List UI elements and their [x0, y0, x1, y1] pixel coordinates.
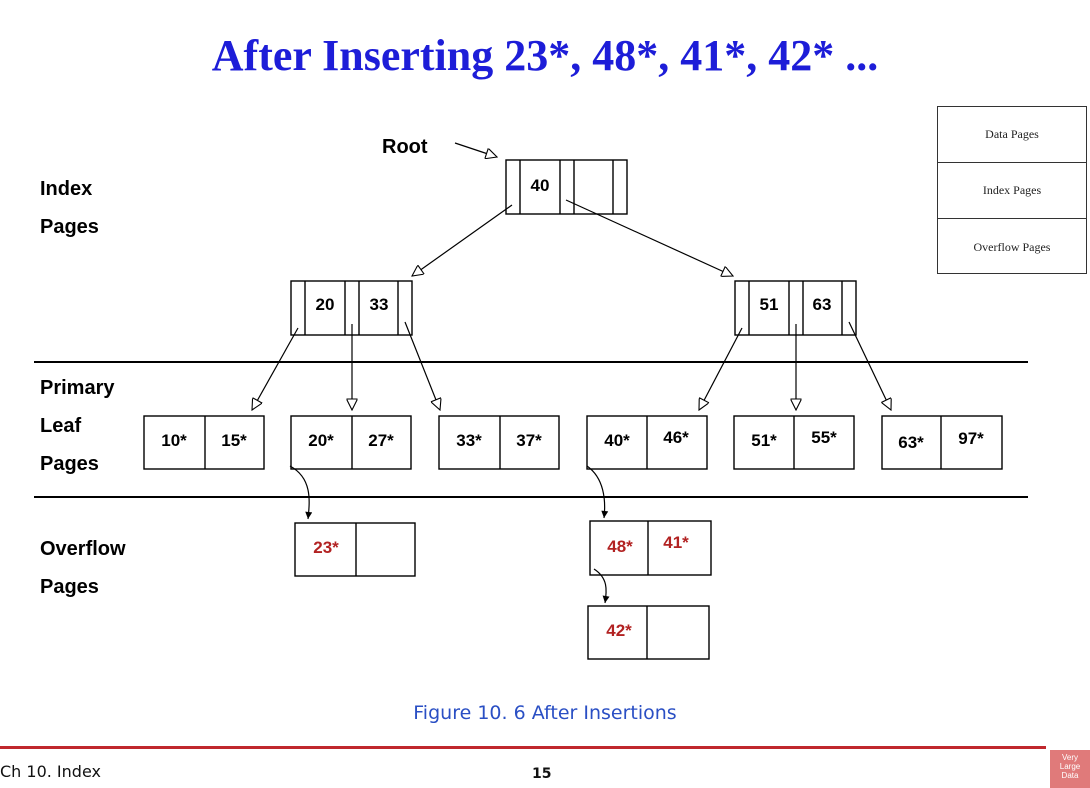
right-to-leaf6-arrow: [848, 321, 891, 410]
legend-box: Data Pages Index Pages Overflow Pages: [937, 106, 1087, 274]
tree-diagram: 40 20 33 51 63 10* 15* 20* 27* 33* 37*: [143, 142, 1003, 660]
leaf-page-1: 10* 15*: [143, 415, 265, 470]
overflow-page-2: 48* 41*: [589, 520, 712, 576]
leaf-overflow-divider: [34, 496, 1028, 498]
footer-chapter: Ch 10. Index: [0, 762, 101, 781]
page-number: 15: [532, 766, 552, 782]
left-to-leaf1-arrow: [252, 327, 299, 410]
leaf-page-2: 20* 27*: [290, 415, 412, 470]
leaf-1-entry-2: 15*: [221, 431, 247, 450]
left-index-key-2: 33: [370, 295, 389, 314]
right-index-key-1: 51: [760, 295, 779, 314]
overflow-page-1: 23*: [294, 522, 416, 577]
overflow-chain-arrow: [593, 568, 610, 604]
root-pointer-arrow: [454, 142, 497, 157]
leaf-4-entry-1: 40*: [604, 431, 630, 450]
primary-leaf-pages-label: Primary Leaf Pages: [40, 369, 115, 483]
footer-bar: [0, 746, 1046, 749]
leaf-2-entry-1: 20*: [308, 431, 334, 450]
leaf-2-entry-2: 27*: [368, 431, 394, 450]
left-index-key-1: 20: [316, 295, 335, 314]
primary-label-line1: Primary: [40, 377, 115, 399]
leaf-page-5: 51* 55*: [733, 415, 855, 470]
leaf-page-6: 63* 97*: [881, 415, 1003, 470]
logo-line-1: Very: [1061, 753, 1078, 762]
leaf-6-entry-1: 63*: [898, 433, 924, 452]
root-index-node: 40: [505, 159, 628, 215]
leaf-page-4: 40* 46*: [586, 415, 708, 470]
figure-caption: Figure 10. 6 After Insertions: [413, 702, 677, 724]
overflow-2-entry-2: 41*: [663, 533, 689, 552]
primary-label-line2: Leaf: [40, 415, 82, 437]
leaf4-overflow-arrow: [586, 465, 609, 519]
left-to-leaf3-arrow: [404, 321, 440, 410]
leaf-1-entry-1: 10*: [161, 431, 187, 450]
root-to-right-arrow: [565, 199, 733, 276]
root-to-left-arrow: [412, 204, 513, 276]
overflow-page-3: 42*: [587, 605, 710, 660]
right-to-leaf4-arrow: [699, 327, 743, 410]
leaf-3-entry-2: 37*: [516, 431, 542, 450]
overflow-1-entry-1: 23*: [313, 538, 339, 557]
root-label: Root: [382, 136, 428, 158]
left-index-node: 20 33: [290, 280, 413, 336]
legend-overflow-pages: Overflow Pages: [973, 239, 1051, 254]
course-logo: Very Large Data: [1050, 750, 1090, 788]
overflow-pages-label: Overflow Pages: [40, 530, 126, 606]
leaf2-overflow-arrow: [289, 465, 313, 520]
leaf-4-entry-2: 46*: [663, 428, 689, 447]
right-index-key-2: 63: [813, 295, 832, 314]
leaf-5-entry-2: 55*: [811, 428, 837, 447]
index-label-line2: Pages: [40, 216, 99, 238]
slide-title: After Inserting 23*, 48*, 41*, 42* ...: [211, 31, 879, 80]
leaf-page-3: 33* 37*: [438, 415, 560, 470]
root-key: 40: [531, 176, 550, 195]
overflow-label-line2: Pages: [40, 576, 99, 598]
overflow-label-line1: Overflow: [40, 538, 126, 560]
overflow-2-entry-1: 48*: [607, 537, 633, 556]
leaf-5-entry-1: 51*: [751, 431, 777, 450]
legend-index-pages: Index Pages: [938, 163, 1086, 219]
leaf-3-entry-1: 33*: [456, 431, 482, 450]
leaf-6-entry-2: 97*: [958, 429, 984, 448]
legend-data-pages: Data Pages: [938, 107, 1086, 163]
overflow-3-entry-1: 42*: [606, 621, 632, 640]
logo-line-2: Large: [1059, 762, 1081, 771]
index-leaf-divider: [34, 361, 1028, 363]
primary-label-line3: Pages: [40, 453, 99, 475]
index-pages-label: Index Pages: [40, 170, 99, 246]
logo-line-3: Data: [1061, 771, 1079, 780]
index-label-line1: Index: [40, 178, 93, 200]
right-index-node: 51 63: [734, 280, 857, 336]
